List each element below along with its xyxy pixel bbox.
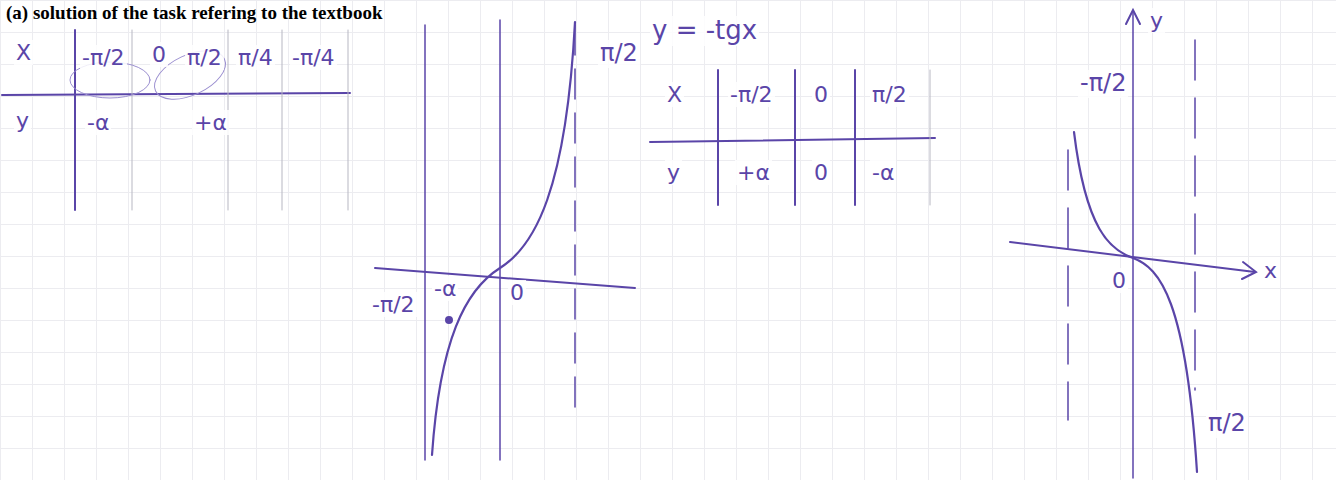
table-rule: [132, 30, 133, 210]
table-cell: π/2: [185, 45, 224, 70]
point: [446, 317, 452, 323]
table-rule: [650, 138, 935, 142]
table-cell: -π/2: [80, 45, 127, 70]
table-rule: [282, 30, 283, 210]
table-cell: X: [14, 40, 33, 65]
scribble: [147, 41, 233, 109]
table-rule: [2, 93, 350, 95]
axis-label: π/2: [598, 40, 640, 68]
table-cell: 0: [812, 160, 830, 185]
axis-arrow: [1126, 10, 1140, 24]
table-rule: [717, 70, 719, 205]
table-cell: -π/2: [728, 82, 775, 107]
asymptote: [574, 25, 576, 420]
table-rule: [930, 70, 931, 205]
table-rule: [74, 30, 76, 210]
function-heading: y = -tgx: [650, 16, 759, 46]
table-rule: [854, 70, 856, 205]
neg-tangent-curve: [1074, 132, 1197, 472]
axis-label: -π/2: [1078, 70, 1128, 98]
origin-label: 0: [1110, 268, 1128, 293]
table-cell: y: [14, 108, 31, 133]
tangent-curve: [432, 22, 575, 455]
table-cell: y: [665, 160, 682, 185]
table-cell: π/2: [870, 82, 909, 107]
table-cell: -π/4: [290, 45, 337, 70]
table-rule: [348, 30, 349, 210]
y-axis: [499, 20, 501, 460]
y-axis: [1132, 12, 1134, 478]
origin-label: 0: [508, 280, 526, 305]
axis-name: y: [1148, 8, 1165, 33]
table-cell: -α: [85, 110, 111, 135]
table-cell: 0: [150, 42, 168, 67]
table-cell: +α: [192, 110, 229, 135]
table-cell: -α: [870, 160, 896, 185]
asymptote: [424, 25, 426, 460]
asymptote: [1067, 150, 1069, 420]
table-cell: 0: [812, 82, 830, 107]
axis-name: x: [1262, 258, 1279, 283]
table-rule: [794, 70, 796, 205]
axis-label: -π/2: [370, 292, 417, 317]
x-axis: [375, 268, 635, 288]
table-cell: X: [665, 82, 684, 107]
table-cell: +α: [735, 160, 772, 185]
axis-label: π/2: [1206, 410, 1248, 438]
page-title: (a) solution of the task refering to the…: [6, 2, 382, 24]
axis-arrow: [1242, 262, 1256, 279]
point-label: -α: [432, 276, 458, 301]
asymptote: [1194, 40, 1196, 390]
table-cell: π/4: [236, 45, 275, 70]
